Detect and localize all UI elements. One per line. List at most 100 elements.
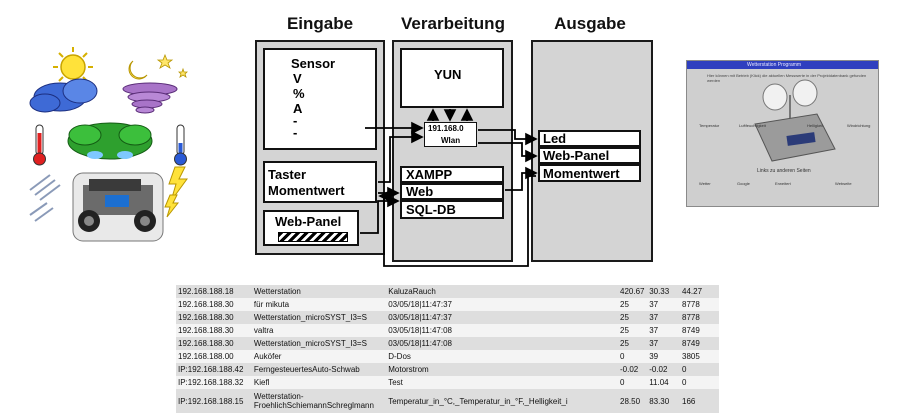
- sensor-unit-a: A: [293, 101, 303, 116]
- sensor-label: Sensor: [291, 56, 336, 71]
- cell-value-1: 0: [620, 352, 625, 361]
- web-label: Web: [406, 184, 434, 199]
- cell-value-3: 8778: [682, 313, 700, 322]
- cell-name: Wetterstation: [253, 287, 301, 296]
- cell-value-1: -0.02: [620, 365, 639, 374]
- cell-value-2: 37: [649, 300, 659, 309]
- cell-name: valtra: [253, 326, 274, 335]
- cell-ip: IP:192.168.188.15: [178, 396, 244, 406]
- cell-value-2: -0.02: [649, 365, 668, 374]
- thumb-subtitle: Hier können mit Betrieb (Klick) die aktu…: [707, 73, 867, 83]
- cell-ip: 192.168.188.30: [178, 339, 234, 348]
- thumb-link-wetter[interactable]: Wetter: [699, 181, 711, 186]
- table-row: 192.168.188.30 für mikuta 03/05/18|11:47…: [176, 298, 719, 311]
- cell-value-2: 37: [649, 313, 659, 322]
- cell-ip: 192.168.188.30: [178, 326, 234, 335]
- weather-clipart: [29, 47, 188, 242]
- cell-name: Wetterstation-FroehlichSchiemannSchreglm…: [253, 392, 374, 410]
- cell-description: KaluzaRauch: [388, 287, 436, 296]
- forest-icon: [67, 122, 153, 160]
- tornado-icon: [122, 82, 178, 114]
- cell-description: Motorstrom: [388, 365, 429, 374]
- cell-name: Wetterstation_microSYST_I3=S: [253, 339, 367, 348]
- cell-value-1: 420.67: [620, 287, 645, 296]
- web-box: Web: [400, 183, 504, 200]
- cell-value-2: 83.30: [649, 396, 670, 406]
- table-row: IP:192.168.188.42 FerngesteuertesAuto-Sc…: [176, 363, 719, 376]
- webpanel-output-box: Web-Panel: [538, 147, 641, 164]
- led-box: Led: [538, 130, 641, 147]
- xampp-box: XAMPP: [400, 166, 504, 183]
- yun-label: YUN: [434, 67, 462, 82]
- cell-value-1: 0: [620, 378, 625, 387]
- wind-icon: [29, 174, 61, 222]
- taster-label: Taster: [268, 167, 307, 182]
- arrow-wlan-webpanel: [478, 142, 538, 163]
- heading-ausgabe: Ausgabe: [554, 14, 626, 33]
- arrow-taster-wlan: [378, 130, 424, 183]
- moon-icon: [128, 53, 188, 80]
- sensor-box: Sensor V % A - -: [263, 48, 377, 150]
- weather-station-device-image: [754, 79, 836, 162]
- thermometer-icon: [33, 124, 46, 166]
- table-row: 192.168.188.30 Wetterstation_microSYST_I…: [176, 337, 719, 350]
- heading-eingabe: Eingabe: [286, 14, 354, 33]
- momentwert-output-label: Momentwert: [543, 166, 620, 181]
- momentwert-output-box: Momentwert: [538, 164, 641, 182]
- thumb-title-bar: [687, 61, 878, 69]
- yun-box: YUN: [400, 48, 504, 108]
- cell-ip: 192.168.188.00: [178, 352, 234, 361]
- thumb-caption: Links zu anderen Seiten: [757, 168, 811, 174]
- webpanel-output-label: Web-Panel: [543, 148, 610, 163]
- cell-value-3: 0: [682, 365, 687, 374]
- arrow-webpanel-web: [360, 194, 400, 234]
- thumb-label-helligkeit: Helligkeit: [807, 123, 824, 128]
- lightning-icon: [164, 166, 188, 218]
- cell-value-2: 30.33: [649, 287, 670, 296]
- thumb-label-windrichtung: Windrichtung: [847, 123, 871, 128]
- thumb-title: Wetterstation Programm: [747, 62, 802, 68]
- cell-value-3: 8778: [682, 300, 700, 309]
- led-label: Led: [543, 131, 567, 146]
- sqldb-box: SQL-DB: [400, 200, 504, 219]
- cell-description: 03/05/18|11:47:08: [388, 339, 452, 348]
- table-row: 192.168.188.00 Auköfer D-Dos 0 39 3805: [176, 350, 719, 363]
- thumb-link-erweitert[interactable]: Erweitert: [775, 181, 791, 186]
- cell-value-1: 25: [620, 313, 629, 322]
- cell-description: Test: [388, 378, 403, 387]
- cell-name: Wetterstation_microSYST_I3=S: [253, 313, 367, 322]
- momentwert-label: Momentwert: [268, 183, 345, 198]
- cell-ip: IP:192.168.188.32: [178, 378, 244, 387]
- table-row: IP:192.168.188.32 Kiefl Test 0 11.04 0: [176, 376, 719, 389]
- thumb-link-google[interactable]: Google: [737, 181, 750, 186]
- taster-box: Taster Momentwert: [263, 161, 377, 203]
- heading-verarbeitung: Verarbeitung: [401, 14, 505, 33]
- arrow-feedback-loop: [378, 175, 536, 267]
- cell-value-3: 0: [682, 378, 687, 387]
- cell-value-1: 25: [620, 326, 629, 335]
- cell-value-2: 37: [649, 326, 659, 335]
- table-row: 192.168.188.30 Wetterstation_microSYST_I…: [176, 311, 719, 324]
- thumb-label-temperatur: Temperatur: [699, 123, 720, 128]
- measurement-table: 192.168.188.18 Wetterstation KaluzaRauch…: [176, 285, 719, 413]
- thumb-link-webseite[interactable]: Webseite: [835, 181, 852, 186]
- sensor-unit-percent: %: [293, 86, 305, 101]
- cell-ip: 192.168.188.30: [178, 300, 234, 309]
- cell-value-1: 25: [620, 339, 629, 348]
- sensor-placeholder-2: -: [293, 125, 298, 140]
- cell-name: Auköfer: [253, 352, 282, 361]
- xampp-label: XAMPP: [406, 167, 453, 182]
- cell-value-1: 28.50: [620, 396, 641, 406]
- cell-name: FerngesteuertesAuto-Schwab: [253, 365, 360, 374]
- cloud-icon: [29, 78, 98, 113]
- cell-description: 03/05/18|11:47:08: [388, 326, 452, 335]
- cell-value-3: 8749: [682, 339, 700, 348]
- cell-description: Temperatur_in_°C,_Temperatur_in_°F,_Hell…: [388, 396, 568, 406]
- cell-value-2: 11.04: [649, 378, 669, 387]
- webpanel-input-label: Web-Panel: [275, 214, 342, 229]
- cell-value-2: 39: [649, 352, 659, 361]
- connector-arrows: [360, 108, 538, 267]
- cell-description: D-Dos: [388, 352, 411, 361]
- cell-value-3: 3805: [682, 352, 700, 361]
- cell-ip: IP:192.168.188.42: [178, 365, 244, 374]
